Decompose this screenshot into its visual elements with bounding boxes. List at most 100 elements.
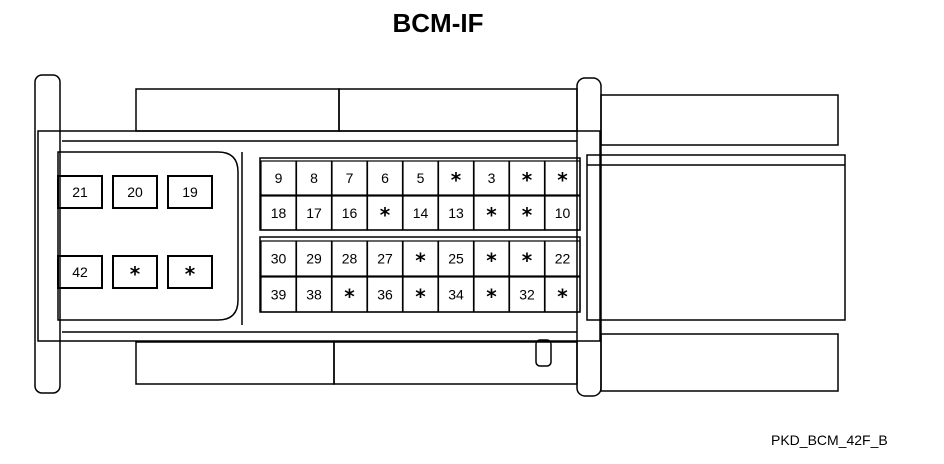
right-body	[586, 154, 846, 321]
top-rail-right	[338, 88, 578, 132]
pin-cell: *	[508, 195, 546, 231]
pin-number: 36	[377, 287, 393, 303]
pin-number: 3	[488, 170, 496, 186]
pin-unused-marker: *	[522, 168, 533, 192]
pin-cell: 8	[295, 160, 333, 196]
pin-cell: 36	[366, 276, 404, 313]
connector-housing	[37, 130, 601, 342]
pin-cell: 6	[366, 160, 404, 196]
pin-cell: 25	[437, 240, 475, 277]
pin-number: 8	[310, 170, 318, 186]
pin-cell-frame	[57, 175, 103, 209]
pin-cell: 16	[331, 195, 368, 231]
pin-cell-frame	[112, 175, 158, 209]
pin-unused-marker: *	[522, 249, 533, 273]
top-rail-left	[135, 88, 340, 132]
pin-unused-marker: *	[557, 285, 568, 309]
pin-number: 16	[342, 205, 358, 221]
pin-cell: *	[112, 255, 158, 289]
pin-unused-marker: *	[344, 285, 355, 309]
pin-number: 5	[417, 170, 425, 186]
pin-unused-marker: *	[130, 262, 141, 286]
pin-number: 10	[555, 205, 571, 221]
pin-unused-marker: *	[486, 285, 497, 309]
pin-cell: 9	[260, 160, 297, 196]
pin-unused-marker: *	[415, 285, 426, 309]
pin-cell: 14	[402, 195, 439, 231]
connector-title: BCM-IF	[392, 8, 484, 38]
pin-cell: 20	[112, 175, 158, 209]
bottom-rail-right	[333, 341, 578, 385]
bottom-rail-left	[135, 341, 335, 385]
pin-cell-frame	[544, 276, 581, 313]
pin-number: 29	[306, 251, 322, 267]
pin-cell: *	[544, 160, 581, 196]
pin-number: 6	[381, 170, 389, 186]
pin-cell: *	[508, 240, 546, 277]
pin-cell: 17	[295, 195, 333, 231]
pin-cell: 5	[402, 160, 439, 196]
pin-number: 17	[306, 205, 322, 221]
pin-cell: 38	[295, 276, 333, 313]
pin-cell: 29	[295, 240, 333, 277]
pin-unused-marker: *	[415, 249, 426, 273]
pin-cell-frame	[167, 255, 213, 289]
pin-number: 32	[519, 287, 535, 303]
pin-cell-frame	[544, 195, 581, 231]
bottom-rail-far-right	[600, 333, 839, 392]
pin-cell: 27	[366, 240, 404, 277]
pin-cell: 30	[260, 240, 297, 277]
pin-unused-marker: *	[557, 168, 568, 192]
pin-cell: 10	[544, 195, 581, 231]
pin-cell-frame	[112, 255, 158, 289]
pin-cell: *	[167, 255, 213, 289]
pin-number: 38	[306, 287, 322, 303]
left-cavity	[57, 151, 239, 321]
pin-cell-frame	[167, 175, 213, 209]
pin-cell: *	[366, 195, 404, 231]
pin-number: 18	[271, 205, 287, 221]
pin-number: 28	[342, 251, 358, 267]
pin-number: 30	[271, 251, 287, 267]
pin-cell: *	[437, 160, 475, 196]
pin-number: 20	[127, 184, 143, 200]
pin-cell: 21	[57, 175, 103, 209]
pin-cell: 32	[508, 276, 546, 313]
pin-cell: 13	[437, 195, 475, 231]
pin-cell: 28	[331, 240, 368, 277]
pin-unused-marker: *	[380, 203, 391, 227]
pin-cell: 39	[260, 276, 297, 313]
pin-cell: 7	[331, 160, 368, 196]
pin-number: 19	[182, 184, 198, 200]
pin-cell: 3	[473, 160, 510, 196]
pin-number: 25	[448, 251, 464, 267]
pin-cell: *	[544, 276, 581, 313]
pin-number: 21	[72, 184, 88, 200]
pin-cell-frame	[57, 255, 103, 289]
pin-cell: *	[473, 195, 510, 231]
pin-cell: 19	[167, 175, 213, 209]
pin-number: 42	[72, 264, 88, 280]
pin-number: 34	[448, 287, 464, 303]
drawing-reference: PKD_BCM_42F_B	[771, 432, 888, 448]
pin-cell: 34	[437, 276, 475, 313]
pin-number: 22	[555, 251, 571, 267]
pin-unused-marker: *	[451, 168, 462, 192]
pin-cell: *	[331, 276, 368, 313]
pin-number: 14	[413, 205, 429, 221]
bottom-tab	[535, 339, 552, 367]
pin-unused-marker: *	[522, 203, 533, 227]
pin-cell-frame	[544, 160, 581, 196]
pin-cell: 42	[57, 255, 103, 289]
pin-cell: *	[508, 160, 546, 196]
pin-cell: *	[473, 240, 510, 277]
pin-unused-marker: *	[486, 203, 497, 227]
pin-cell: *	[402, 240, 439, 277]
pin-number: 39	[271, 287, 287, 303]
pin-number: 13	[448, 205, 464, 221]
pin-cell: *	[402, 276, 439, 313]
pin-number: 7	[346, 170, 354, 186]
pin-number: 27	[377, 251, 393, 267]
pin-unused-marker: *	[185, 262, 196, 286]
